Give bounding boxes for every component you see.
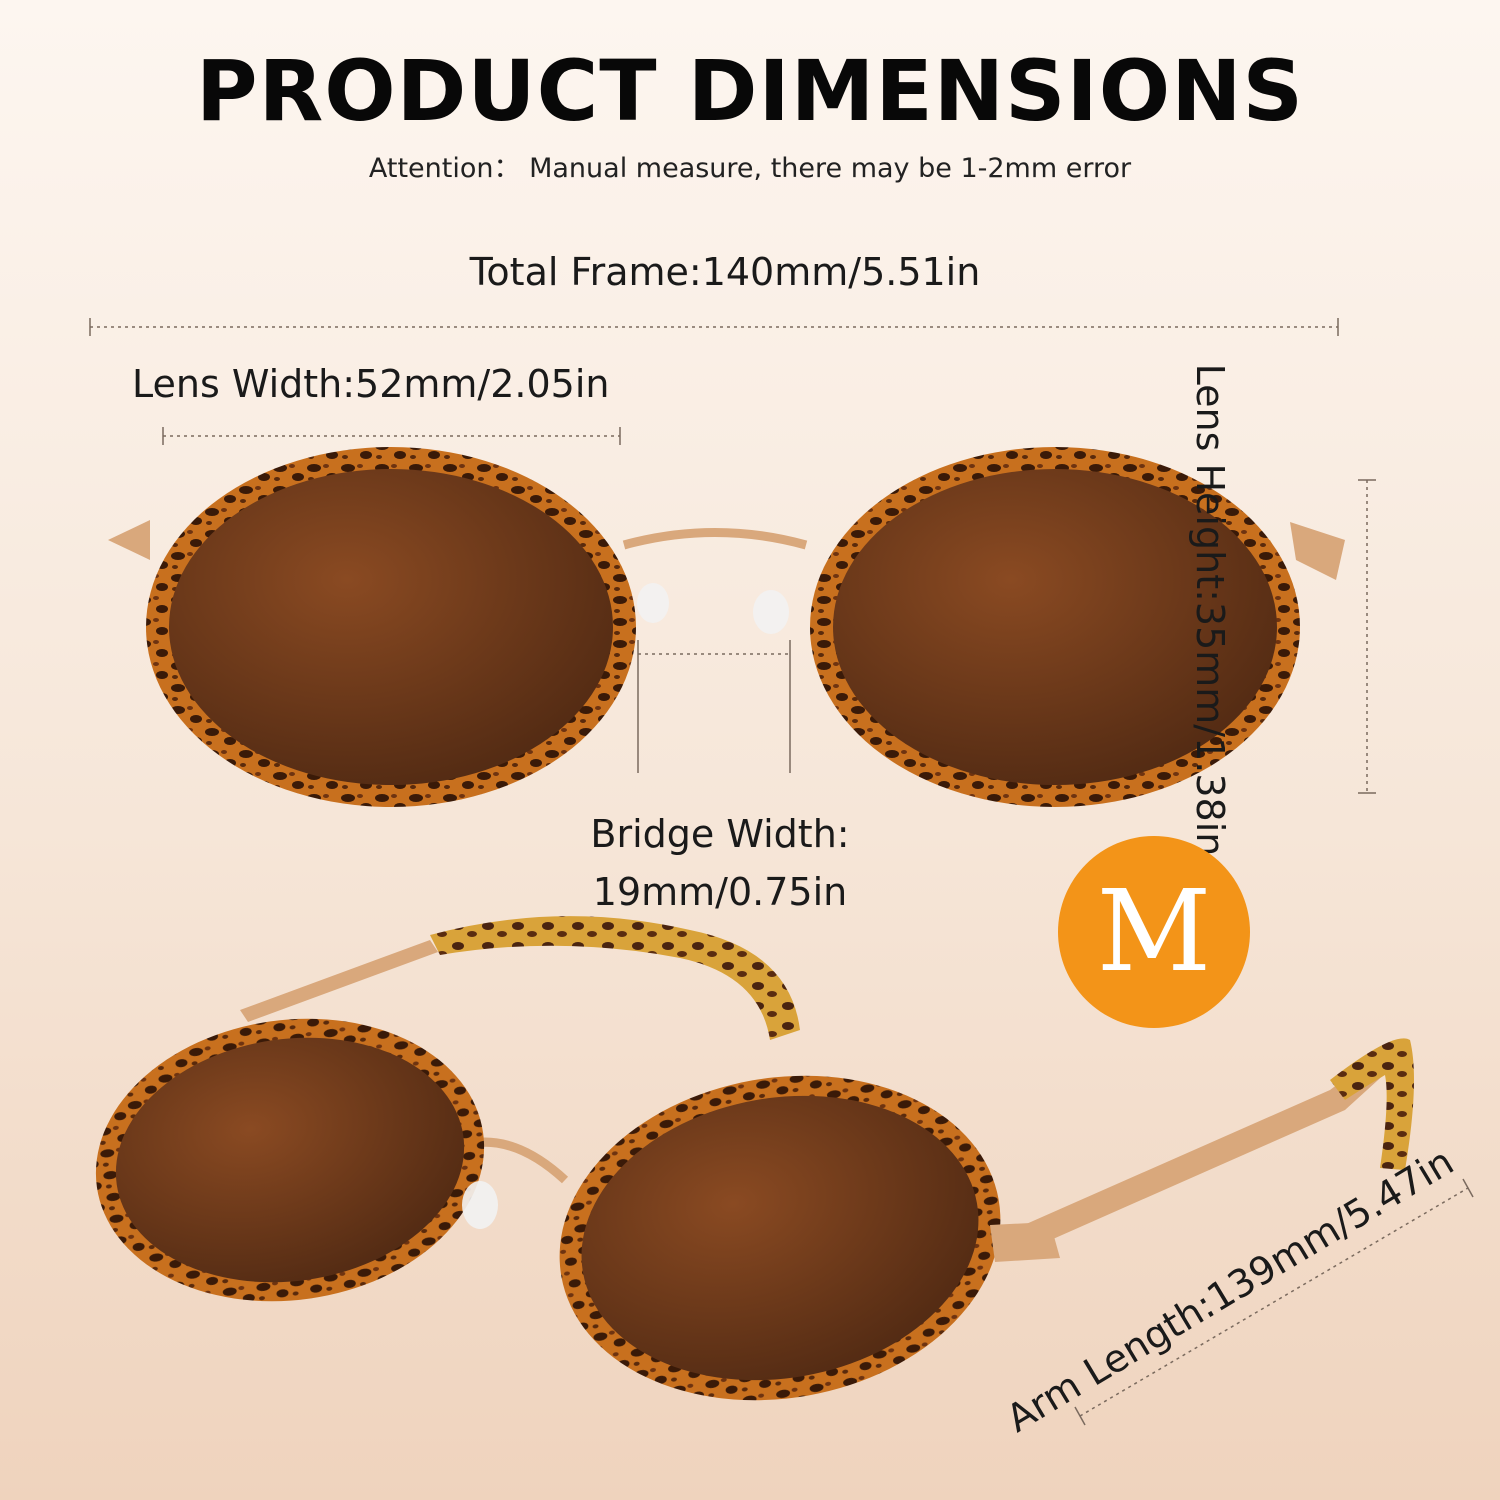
attention-note: Attention： Manual measure, there may be …: [368, 153, 1132, 184]
bridge-width-label: Bridge Width: 19mm/0.75in: [560, 805, 880, 921]
arm-length-dimension-line: [1074, 1178, 1474, 1426]
total-frame-label: Total Frame:140mm/5.51in: [469, 250, 981, 294]
sunglasses-front-image: [108, 447, 1345, 807]
total-frame-dimension-line: [89, 318, 1339, 336]
bridge-width-title: Bridge Width:: [590, 812, 850, 856]
page-title: PRODUCT DIMENSIONS: [196, 42, 1304, 140]
lens-height-label: Lens Height:35mm/1.38in: [1188, 363, 1232, 857]
bridge-width-value: 19mm/0.75in: [592, 870, 848, 914]
lens-width-label: Lens Width:52mm/2.05in: [132, 362, 610, 406]
lens-width-dimension-line: [162, 427, 621, 445]
sunglasses-angled-image: [95, 916, 1414, 1401]
size-badge: M: [1058, 836, 1250, 1028]
bridge-width-dimension-line: [637, 640, 791, 773]
lens-height-dimension-line: [1358, 479, 1376, 794]
